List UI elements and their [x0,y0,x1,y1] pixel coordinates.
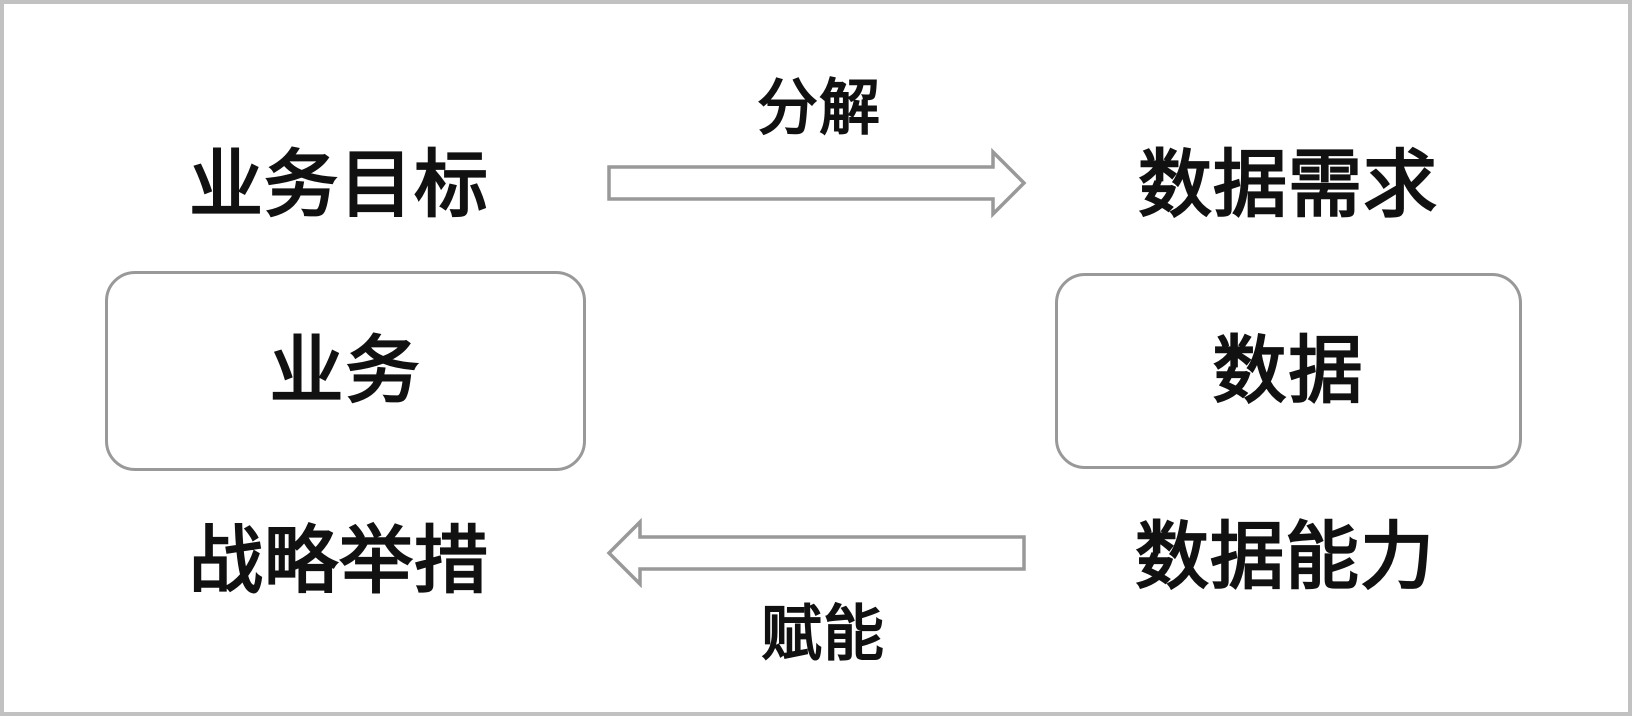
decompose-arrow-label: 分解 [756,73,882,142]
node-business-label: 业务 [269,329,422,412]
label-data-requirement: 数据需求 [1138,143,1438,226]
node-business: 业务 [105,271,586,471]
label-data-capability: 数据能力 [1135,515,1435,598]
node-data: 数据 [1055,273,1522,469]
node-data-label: 数据 [1212,329,1365,412]
empower-arrow-label: 赋能 [760,599,886,668]
right-block-arrow-icon [607,147,1027,219]
label-strategic-initiative: 战略举措 [189,519,489,602]
label-business-goal: 业务目标 [189,143,489,226]
left-block-arrow-icon [606,517,1026,589]
